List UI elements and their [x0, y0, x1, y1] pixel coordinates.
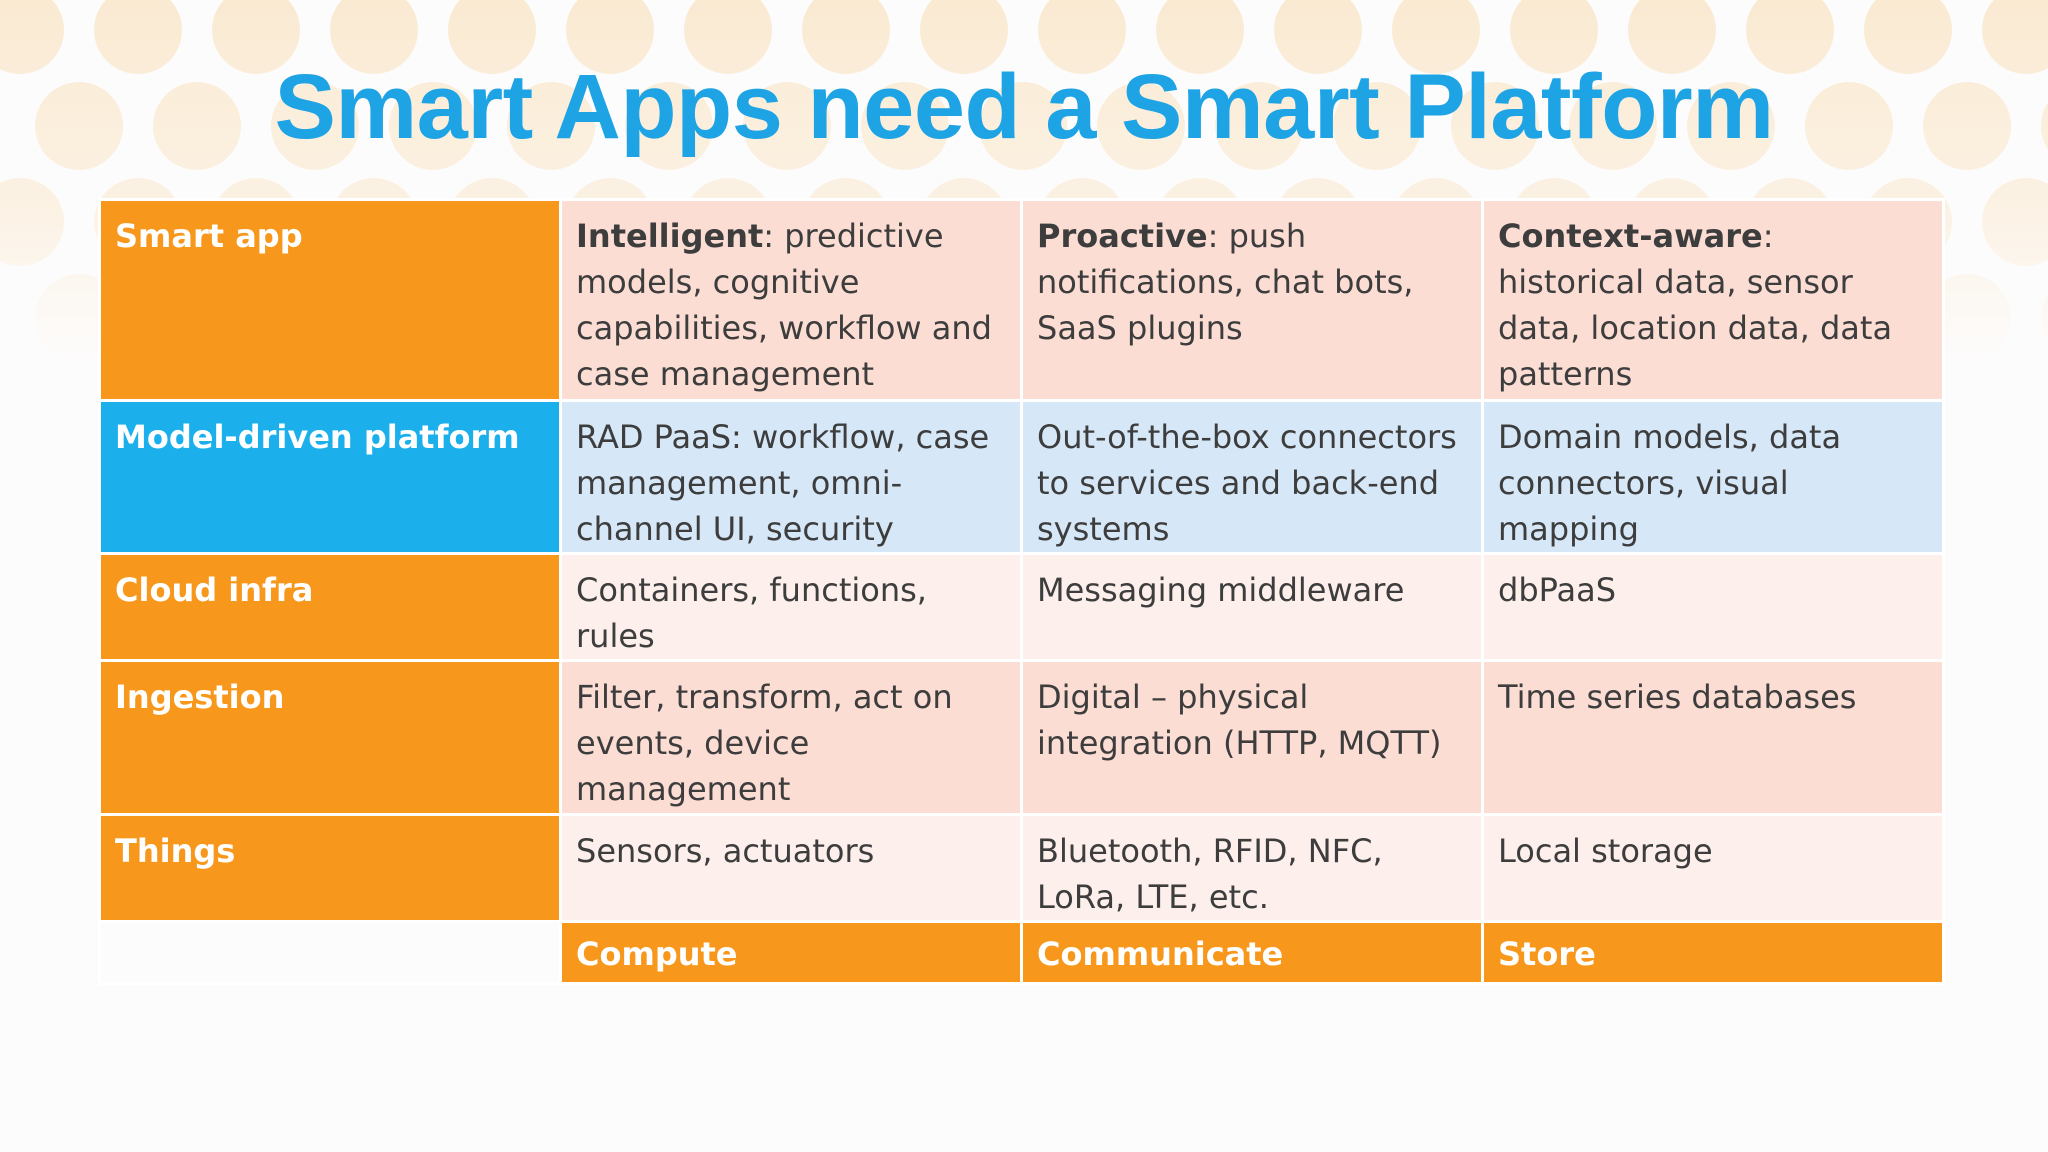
- row-label-ingestion: Ingestion: [98, 659, 562, 816]
- cell-filter-transform: Filter, transform, act on events, device…: [559, 659, 1023, 816]
- cell-local-storage: Local storage: [1481, 813, 1945, 923]
- cell-dbpaas: dbPaaS: [1481, 552, 1945, 662]
- row-label-model-driven-platform: Model-driven platform: [98, 399, 562, 555]
- cell-text: : historical data, sensor data, location…: [1498, 217, 1893, 393]
- cell-rad-paas: RAD PaaS: workflow, case management, omn…: [559, 399, 1023, 555]
- smart-platform-table: Smart app Intelligent: predictive models…: [98, 198, 1945, 985]
- cell-text: : push notifications, chat bots, SaaS pl…: [1037, 217, 1414, 347]
- cell-keyword: Context-aware: [1498, 217, 1763, 255]
- background-coin: [0, 178, 64, 266]
- table-row-footer: Compute Communicate Store: [98, 920, 1945, 985]
- cell-bluetooth: Bluetooth, RFID, NFC, LoRa, LTE, etc.: [1020, 813, 1484, 923]
- background-coin: [2041, 294, 2048, 342]
- table-row-model-driven-platform: Model-driven platform RAD PaaS: workflow…: [98, 399, 1945, 555]
- cell-sensors: Sensors, actuators: [559, 813, 1023, 923]
- table-row-cloud-infra: Cloud infra Containers, functions, rules…: [98, 552, 1945, 662]
- cell-keyword: Intelligent: [576, 217, 764, 255]
- table-row-ingestion: Ingestion Filter, transform, act on even…: [98, 659, 1945, 816]
- cell-digital-physical: Digital – physical integration (HTTP, MQ…: [1020, 659, 1484, 816]
- table-row-smart-app: Smart app Intelligent: predictive models…: [98, 198, 1945, 402]
- cell-domain-models: Domain models, data connectors, visual m…: [1481, 399, 1945, 555]
- background-coin: [1982, 178, 2048, 266]
- cell-messaging: Messaging middleware: [1020, 552, 1484, 662]
- cell-proactive: Proactive: push notifications, chat bots…: [1020, 198, 1484, 402]
- cell-context-aware: Context-aware: historical data, sensor d…: [1481, 198, 1945, 402]
- footer-empty-cell: [98, 920, 562, 985]
- row-label-things: Things: [98, 813, 562, 923]
- row-label-cloud-infra: Cloud infra: [98, 552, 562, 662]
- cell-connectors: Out-of-the-box connectors to services an…: [1020, 399, 1484, 555]
- cell-text: : predictive models, cognitive capabilit…: [576, 217, 992, 393]
- slide-title: Smart Apps need a Smart Platform: [274, 56, 1775, 158]
- cell-keyword: Proactive: [1037, 217, 1208, 255]
- footer-communicate: Communicate: [1020, 920, 1484, 985]
- cell-containers: Containers, functions, rules: [559, 552, 1023, 662]
- cell-time-series: Time series databases: [1481, 659, 1945, 816]
- row-label-smart-app: Smart app: [98, 198, 562, 402]
- footer-store: Store: [1481, 920, 1945, 985]
- cell-intelligent: Intelligent: predictive models, cognitiv…: [559, 198, 1023, 402]
- table-row-things: Things Sensors, actuators Bluetooth, RFI…: [98, 813, 1945, 923]
- footer-compute: Compute: [559, 920, 1023, 985]
